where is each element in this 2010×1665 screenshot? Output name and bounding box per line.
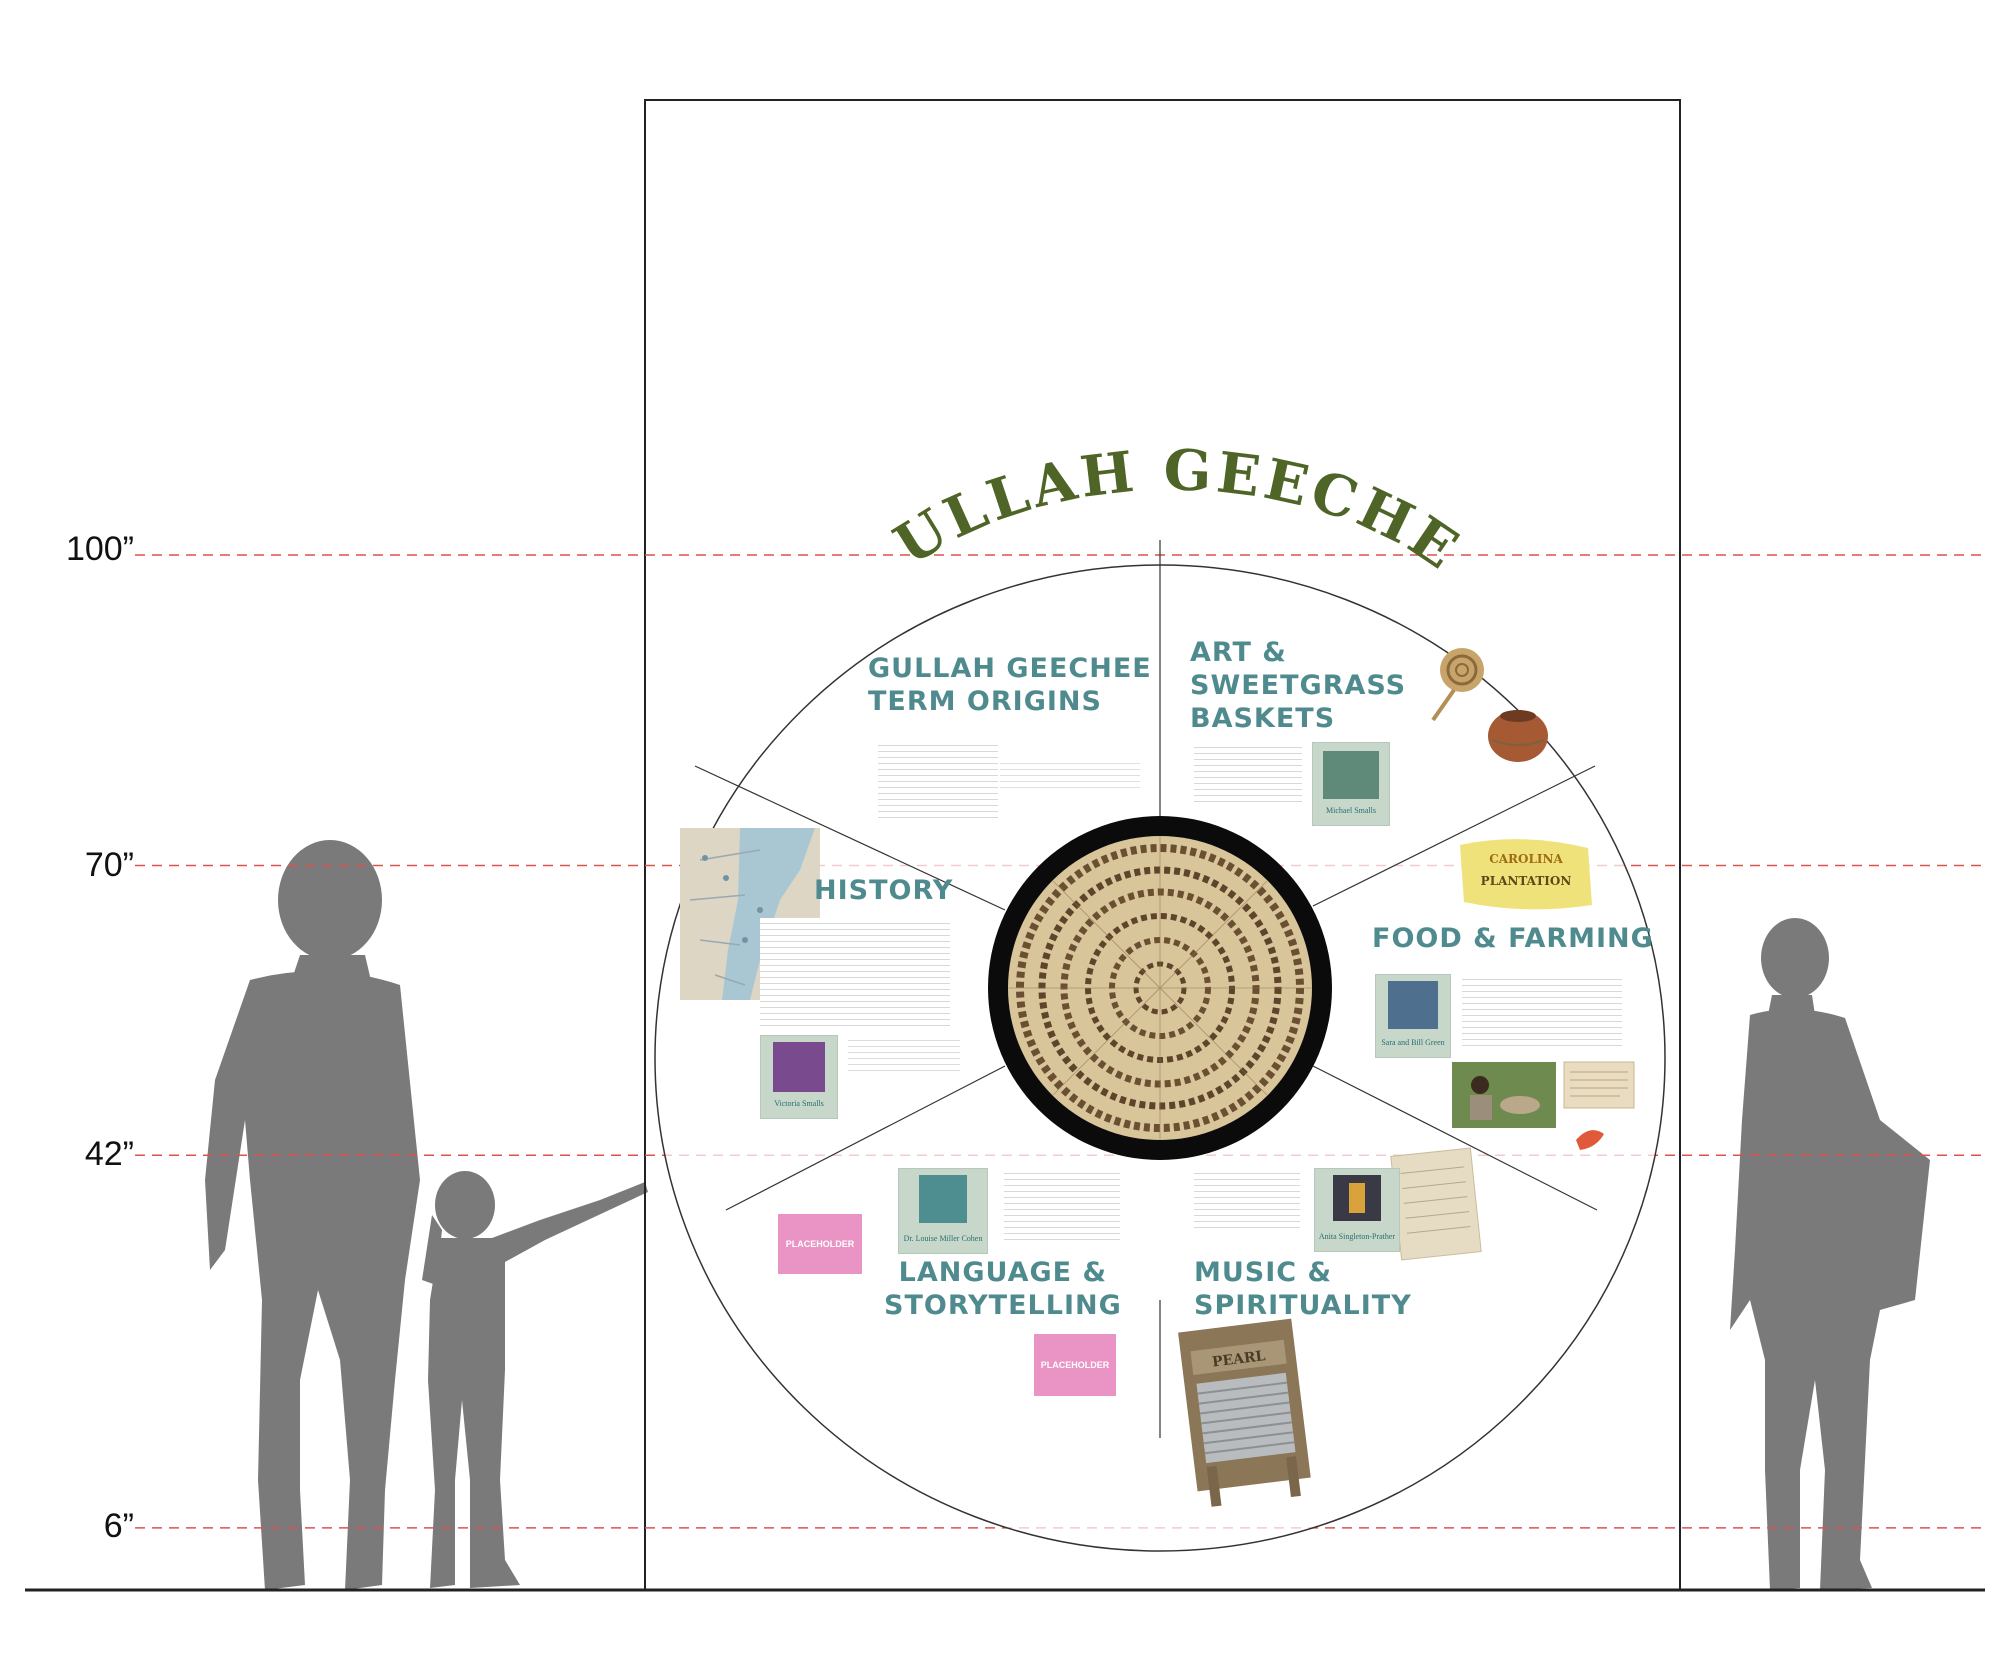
term-origins-sources xyxy=(1000,758,1140,788)
height-label-6: 6” xyxy=(103,1507,134,1545)
music-title: MUSIC & SPIRITUALITY xyxy=(1194,1257,1412,1321)
divider-upper-left xyxy=(694,765,1006,911)
rice-bag: CAROLINA PLANTATION xyxy=(1460,839,1592,910)
svg-text:CAROLINA: CAROLINA xyxy=(1489,852,1563,866)
wheel: GULLAH GEECHEE xyxy=(0,0,1666,1552)
language-placeholder-1: PLACEHOLDER xyxy=(778,1214,862,1274)
language-body xyxy=(1004,1168,1120,1244)
history-body xyxy=(760,918,950,1030)
history-title: HISTORY xyxy=(814,875,954,906)
woman-silhouette xyxy=(1730,918,1930,1590)
shrimp-icon xyxy=(1576,1130,1604,1150)
sweetgrass-basket xyxy=(1488,710,1548,762)
height-label-100: 100” xyxy=(65,530,134,568)
music-body xyxy=(1194,1168,1300,1228)
divider-lower-left xyxy=(725,1065,1006,1211)
sweetgrass-rose xyxy=(1431,648,1484,722)
art-portrait: Michael Smalls xyxy=(1312,742,1390,826)
music-portrait: Anita Singleton-Prather xyxy=(1314,1168,1400,1252)
history-quote xyxy=(848,1035,960,1071)
divider-lower-right xyxy=(1312,1065,1598,1211)
svg-text:PEARL: PEARL xyxy=(1211,1348,1266,1370)
washboard: PEARL xyxy=(1178,1318,1311,1507)
svg-text:PLANTATION: PLANTATION xyxy=(1481,874,1572,888)
food-title: FOOD & FARMING xyxy=(1372,923,1654,954)
food-portrait: Sara and Bill Green xyxy=(1375,974,1451,1058)
hymn-sheet xyxy=(1390,1147,1482,1261)
divider-upper-right xyxy=(1312,765,1596,907)
language-placeholder-2: PLACEHOLDER xyxy=(1034,1334,1116,1396)
wheel-title: GULLAH GEECHEE xyxy=(0,0,1473,584)
newspaper-clipping xyxy=(1563,1061,1635,1109)
food-body xyxy=(1462,974,1622,1050)
language-portrait: Dr. Louise Miller Cohen xyxy=(898,1168,988,1254)
height-label-70: 70” xyxy=(84,846,134,884)
farming-photo xyxy=(1452,1062,1556,1128)
history-portrait: Victoria Smalls xyxy=(760,1035,838,1119)
language-title: LANGUAGE & STORYTELLING xyxy=(884,1257,1122,1321)
adult-silhouette xyxy=(205,840,420,1590)
height-label-42: 42” xyxy=(84,1135,134,1173)
art-body xyxy=(1194,742,1302,802)
term-origins-body xyxy=(878,740,998,820)
term-origins-title: GULLAH GEECHEE TERM ORIGINS xyxy=(868,653,1152,717)
art-title: ART & SWEETGRASS BASKETS xyxy=(1190,637,1407,734)
child-silhouette xyxy=(422,1171,648,1588)
